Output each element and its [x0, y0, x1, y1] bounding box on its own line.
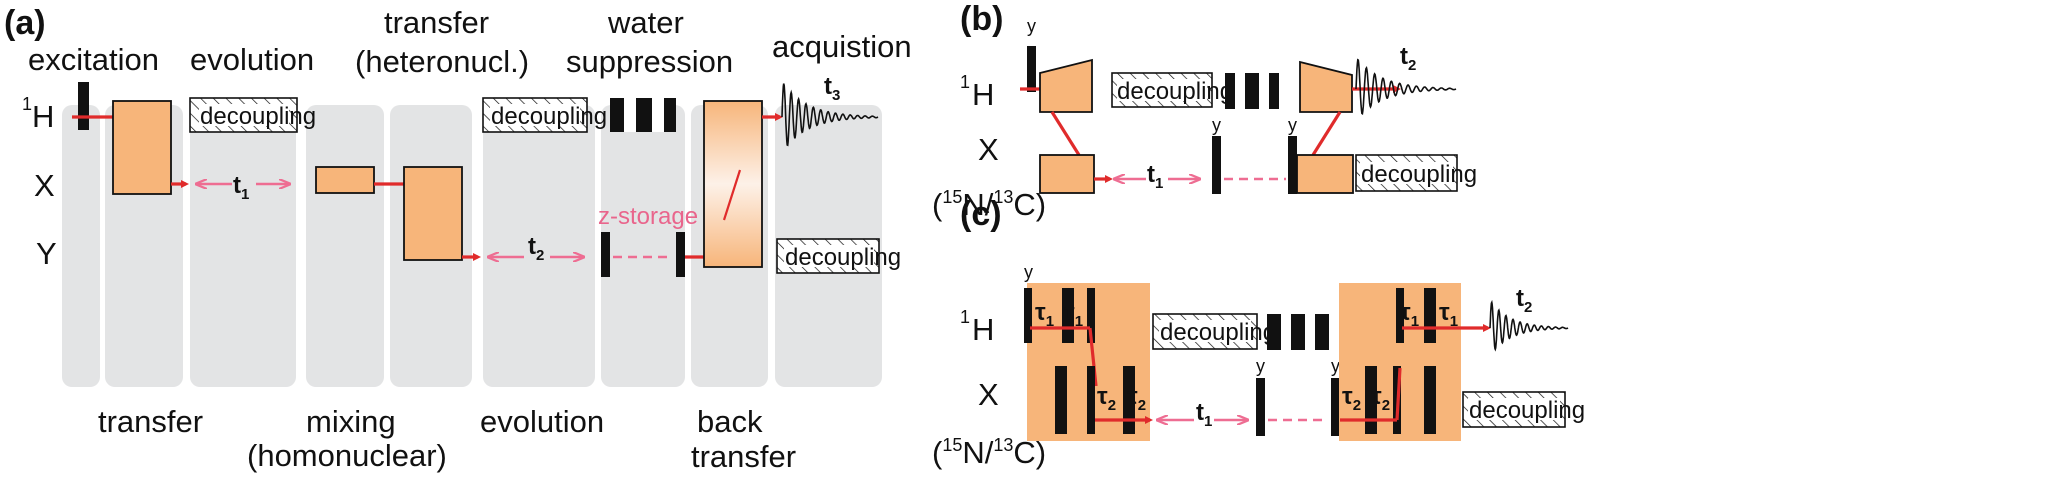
c-decoupling-x-label: decoupling	[1469, 397, 1585, 424]
b-h-ramp-2	[1299, 60, 1353, 113]
c-x-label: X	[978, 377, 999, 412]
panel-b: (b) 1 H X (15N/13C) y decoupling t1 y y …	[932, 0, 1477, 222]
c-x-90-1	[1087, 366, 1095, 434]
b-h-label: H	[972, 77, 994, 112]
c-x-180-1	[1055, 366, 1067, 434]
transfer-box	[112, 100, 172, 195]
c-y-phase-2: y	[1256, 356, 1265, 376]
c-x-180-2	[1123, 366, 1135, 434]
label-evolution-bottom: evolution	[480, 404, 604, 439]
c-tau2-d: τ2	[1371, 383, 1390, 414]
decoupling-h-1-label: decoupling	[200, 103, 316, 130]
label-excitation: excitation	[28, 42, 159, 77]
b-x-pulse-1	[1212, 136, 1221, 194]
b-h-90-pulse	[1027, 46, 1036, 92]
c-y-phase-1: y	[1024, 262, 1033, 282]
block-evolution-1	[190, 105, 296, 387]
c-h-sup: 1	[960, 307, 970, 327]
t3-label: t3	[824, 73, 840, 104]
block-excitation	[62, 105, 100, 387]
label-mixing: mixing	[306, 404, 396, 439]
c-h-90-1	[1024, 288, 1032, 343]
c-x-180-4	[1424, 366, 1436, 434]
z-storage-label: z-storage	[598, 203, 698, 230]
c-y-phase-3: y	[1331, 356, 1340, 376]
c-x-pulse-storage-2	[1331, 378, 1340, 436]
back-transfer-diagonal	[722, 169, 742, 221]
panel-a-letter: (a)	[4, 4, 46, 42]
t1-label: t1	[233, 172, 249, 203]
channel-1h-sup: 1	[22, 94, 32, 114]
fid-signal-b	[1355, 58, 1457, 115]
c-t1-label: t1	[1196, 399, 1212, 430]
c-tau2-c: τ2	[1342, 383, 1361, 414]
channel-y: Y	[36, 236, 57, 271]
b-h-ramp-1	[1039, 58, 1093, 113]
b-x-cp-box-1	[1039, 154, 1095, 194]
panel-c: (c) 1 H X (15N/13C) y τ1 τ1 τ2 τ2 decoup…	[932, 195, 1585, 470]
b-x-cp-box-2	[1296, 154, 1354, 194]
c-x-pulse-storage-1	[1256, 378, 1265, 436]
excitation-pulse	[78, 82, 89, 130]
c-t2-label: t2	[1516, 285, 1532, 316]
b-h-sup: 1	[960, 72, 970, 92]
b-cp-line-1	[1050, 111, 1081, 156]
decoupling-y-label: decoupling	[785, 244, 901, 271]
c-x-180-3	[1365, 366, 1377, 434]
c-water-suppression	[1267, 314, 1329, 350]
panel-b-letter: (b)	[960, 0, 1003, 38]
label-acquisition: acquistion	[772, 29, 912, 64]
b-y-phase-3: y	[1288, 115, 1297, 135]
decoupling-h-2-label: decoupling	[491, 103, 607, 130]
c-x-nuclei: (15N/13C)	[932, 435, 1046, 470]
c-tau1-a: τ1	[1035, 299, 1054, 330]
c-tau2-b: τ2	[1127, 383, 1146, 414]
b-cp-line-2	[1311, 111, 1342, 156]
b-decoupling-h-label: decoupling	[1117, 78, 1233, 105]
fid-signal-a	[781, 83, 879, 147]
fid-signal-c	[1489, 299, 1569, 352]
label-evolution-top: evolution	[190, 42, 314, 77]
block-water-suppression	[601, 105, 685, 387]
c-tau1-b: τ1	[1064, 299, 1083, 330]
channel-1h: H	[32, 99, 54, 134]
b-t2-label: t2	[1400, 43, 1416, 74]
label-transfer-top: transfer	[384, 5, 489, 40]
label-transfer-bottom: transfer	[98, 404, 203, 439]
c-tau2-a: τ2	[1097, 383, 1116, 414]
label-heteronucl: (heteronucl.)	[355, 44, 529, 79]
label-back-transfer: transfer	[691, 439, 796, 474]
b-water-suppression	[1225, 73, 1279, 109]
t2-label: t2	[528, 233, 544, 264]
b-y-phase-1: y	[1027, 16, 1036, 36]
c-tau1-d: τ1	[1439, 299, 1458, 330]
block-mixing	[306, 105, 384, 387]
b-y-phase-2: y	[1212, 115, 1221, 135]
mixing-box	[315, 166, 375, 194]
panel-a: (a) excitation evolution transfer (heter…	[4, 4, 912, 474]
back-transfer-box	[703, 100, 763, 268]
label-water: water	[607, 5, 684, 40]
c-h-180-2	[1424, 288, 1436, 343]
b-x-label: X	[978, 132, 999, 167]
panel-c-letter: (c)	[960, 195, 1002, 233]
channel-x: X	[34, 168, 55, 203]
c-tau1-c: τ1	[1400, 299, 1419, 330]
b-decoupling-x-label: decoupling	[1361, 161, 1477, 188]
z-storage-pulse-2	[676, 232, 685, 277]
label-homonuclear: (homonuclear)	[247, 438, 447, 473]
b-x-pulse-2	[1288, 136, 1297, 194]
block-evolution-2	[483, 105, 595, 387]
label-suppression: suppression	[566, 44, 733, 79]
c-decoupling-h-label: decoupling	[1160, 319, 1276, 346]
label-back: back	[697, 404, 763, 439]
water-suppression-pulse	[610, 98, 676, 132]
b-t1-label: t1	[1147, 161, 1163, 192]
c-h-90-2	[1087, 288, 1095, 343]
hetero-transfer-box	[403, 166, 463, 261]
c-h-label: H	[972, 312, 994, 347]
z-storage-pulse-1	[601, 232, 610, 277]
c-h-90-3	[1396, 288, 1404, 343]
